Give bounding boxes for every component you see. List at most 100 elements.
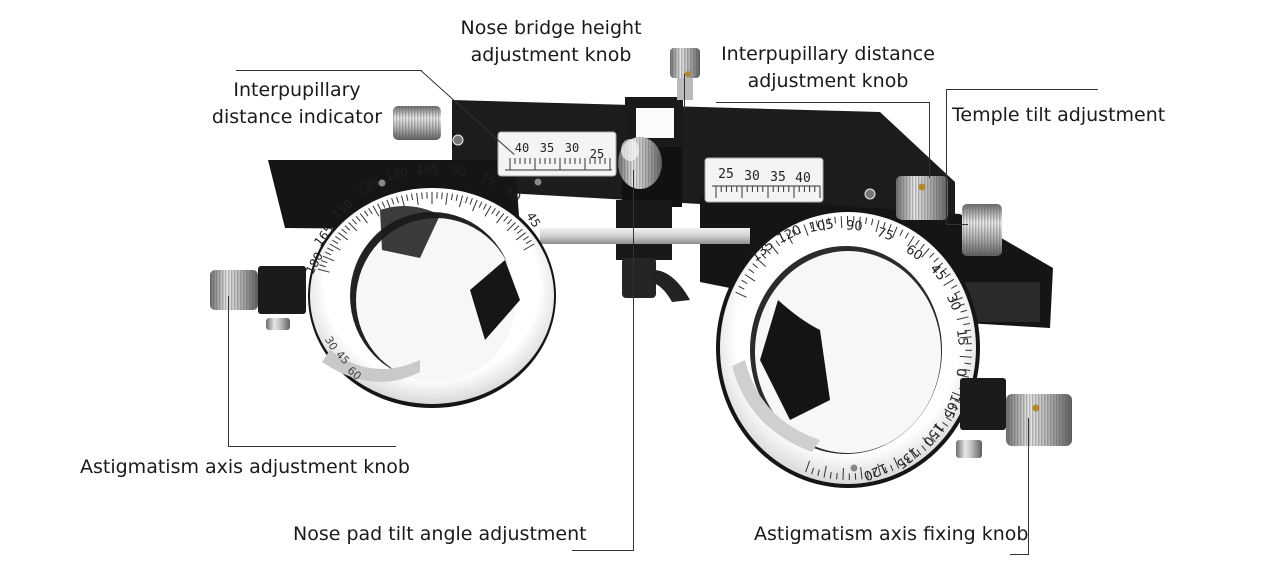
temple-tilt-knob[interactable] (962, 204, 1002, 256)
pd-tick-label: 35 (540, 141, 554, 155)
scale-tick (786, 233, 793, 244)
callout-line (228, 446, 396, 448)
scale-tick (811, 467, 815, 475)
scale-tick (517, 228, 523, 234)
scale-tick (945, 416, 952, 422)
pd-tick-label: 25 (590, 147, 604, 161)
scale-tick (735, 291, 747, 298)
scale-tick (964, 362, 972, 365)
scale-tick (865, 217, 868, 225)
label-nose-bridge-height-knob: Nose bridge height adjustment knob (440, 15, 662, 69)
right-lens-cell: 135 120 105 90 75 60 45 30 15 0 165 150 … (716, 208, 980, 488)
scale-tick (522, 235, 529, 241)
scale-tick (421, 192, 423, 200)
scale-tick (381, 201, 386, 208)
astigmatism-axis-fixing-knob[interactable] (956, 378, 1072, 458)
scale-tick (934, 423, 945, 433)
scale-tick (752, 263, 759, 269)
pd-tick-label: 40 (795, 171, 811, 186)
scale-tick (956, 316, 969, 321)
callout-line (929, 102, 931, 178)
pd-scale-right: 25 30 35 40 (704, 157, 824, 203)
scale-tick (958, 303, 966, 307)
scale-tick (450, 193, 453, 201)
scale-tick (496, 213, 505, 224)
callout-line (946, 89, 948, 225)
scale-tick (416, 192, 419, 205)
scale-tick (860, 467, 863, 480)
callout-line (572, 550, 634, 552)
scale-tick (344, 225, 351, 231)
callout-line (684, 74, 686, 110)
scale-tick (445, 192, 448, 205)
scale-tick (455, 194, 459, 202)
scale-tick (515, 232, 526, 241)
scale-tick (320, 259, 328, 264)
axis-tick-label: 30 (943, 292, 963, 313)
scale-tick (803, 224, 809, 237)
scale-tick (929, 252, 935, 259)
nose-pad-tilt-knob[interactable] (618, 137, 662, 189)
label-line: adjustment knob (747, 70, 909, 92)
interpupillary-knob-left[interactable] (393, 106, 441, 140)
scale-tick (332, 239, 339, 245)
astigmatism-axis-adjustment-knob[interactable] (210, 266, 306, 330)
scale-tick (959, 336, 972, 339)
scale-tick (934, 431, 941, 438)
scale-tick (372, 205, 380, 217)
scale-tick (469, 198, 473, 205)
axis-tick-label: 75 (479, 170, 498, 188)
scale-tick (386, 199, 392, 212)
scale-tick (319, 264, 326, 268)
scale-tick (944, 273, 951, 278)
scale-tick (944, 408, 956, 416)
scale-tick (943, 278, 955, 287)
scale-tick (877, 463, 882, 476)
scale-tick (921, 445, 927, 452)
scale-tick (933, 257, 939, 263)
scale-tick (890, 464, 894, 472)
scale-tick (916, 449, 922, 456)
scale-tick (957, 374, 970, 378)
screw-icon (452, 134, 464, 146)
axis-tick-label: 120 (384, 165, 410, 184)
scale-tick (951, 284, 958, 289)
interpupillary-distance-knob[interactable] (896, 176, 948, 220)
callout-line (1010, 554, 1029, 556)
scale-tick (899, 229, 904, 236)
scale-tick (836, 472, 838, 480)
scale-tick (775, 240, 781, 247)
scale-tick (829, 472, 832, 479)
scale-tick (866, 471, 869, 479)
scale-tick (329, 243, 341, 251)
scale-tick (458, 195, 464, 208)
scale-tick (942, 421, 949, 427)
scale-tick (906, 456, 911, 463)
scale-tick (827, 217, 831, 225)
scale-tick (465, 196, 468, 204)
axis-tick-label: 105 (808, 217, 835, 236)
label-temple-tilt-adjustment: Temple tilt adjustment (952, 102, 1165, 129)
scale-tick (484, 205, 492, 217)
axis-tick-label: 90 (450, 163, 467, 179)
scale-tick (933, 262, 944, 271)
axis-tick-label: 75 (875, 225, 895, 244)
left-lens-cell: 180 165 150 135 120 105 90 75 60 45 30 4… (303, 162, 556, 408)
scale-tick (495, 210, 501, 217)
scale-tick (491, 208, 496, 215)
scale-tick (523, 243, 535, 251)
callout-line (946, 224, 968, 226)
axis-tick-label: 45 (523, 210, 543, 230)
axis-tick-label: 105 (416, 162, 439, 177)
label-line: Interpupillary distance (721, 43, 935, 65)
scale-tick (411, 193, 414, 201)
scale-tick (921, 248, 930, 258)
scale-tick (472, 199, 478, 212)
label-line: Nose pad tilt angle adjustment (293, 523, 587, 545)
scale-tick (797, 227, 802, 234)
scale-tick (951, 405, 959, 410)
scale-tick (791, 229, 796, 237)
axis-tick-label: 90 (845, 218, 863, 234)
scale-tick (322, 255, 335, 262)
